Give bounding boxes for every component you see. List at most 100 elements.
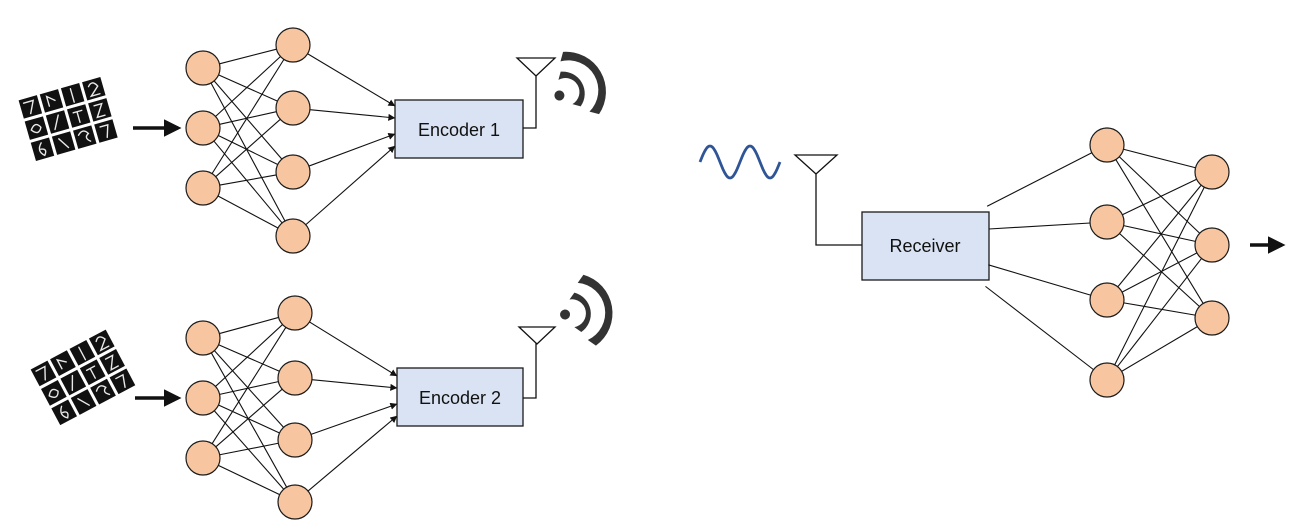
output-neuron bbox=[1194, 227, 1230, 263]
encoder-input-arrow bbox=[311, 379, 398, 391]
encoder-input-arrow bbox=[309, 321, 398, 377]
network-edge bbox=[213, 410, 285, 490]
receiver-output-arrow bbox=[985, 285, 1108, 381]
digit-tile bbox=[70, 389, 97, 415]
encoder-1-label: Encoder 1 bbox=[418, 120, 500, 140]
digit-tile bbox=[88, 329, 115, 356]
antenna-wire-2 bbox=[523, 338, 537, 399]
hidden-neuron bbox=[1089, 204, 1125, 240]
encoder-1-box: Encoder 1 bbox=[394, 99, 524, 159]
digit-tile bbox=[30, 360, 57, 387]
network-edge bbox=[1121, 326, 1198, 372]
digit-tile bbox=[40, 380, 67, 406]
network-edge bbox=[211, 327, 287, 444]
digit-tile bbox=[51, 399, 78, 426]
hidden-neuron bbox=[1089, 282, 1125, 318]
network-edge bbox=[219, 48, 277, 65]
network-edge bbox=[1123, 148, 1196, 169]
input-image-grid-1 bbox=[18, 76, 118, 161]
encoder-2-label: Encoder 2 bbox=[419, 388, 501, 408]
network-edge bbox=[1114, 186, 1205, 366]
output-neuron bbox=[1194, 300, 1230, 336]
network-edge bbox=[215, 118, 281, 178]
encoder-2-box: Encoder 2 bbox=[396, 367, 524, 427]
network-edge bbox=[1117, 184, 1202, 288]
network-edge bbox=[219, 442, 279, 456]
input-neuron bbox=[185, 440, 221, 476]
network-edge bbox=[218, 344, 280, 372]
network-edge bbox=[215, 324, 283, 387]
receiver-output-arrow bbox=[988, 218, 1108, 230]
network-edge bbox=[1115, 159, 1204, 304]
hidden-neuron bbox=[277, 295, 313, 331]
network-edge bbox=[1117, 258, 1202, 367]
digit-image-grid-icon bbox=[30, 329, 136, 426]
neural-network-1 bbox=[185, 27, 396, 254]
hidden-neuron bbox=[1089, 362, 1125, 398]
receiver-neural-network bbox=[985, 127, 1230, 398]
receiver-output-arrow bbox=[988, 264, 1108, 302]
input-neuron bbox=[185, 170, 221, 206]
network-edge bbox=[218, 404, 280, 434]
wireless-signal-icon bbox=[554, 51, 606, 115]
encoder-input-arrow bbox=[307, 415, 398, 492]
antenna-wire-1 bbox=[523, 68, 537, 129]
digit-tile bbox=[39, 89, 64, 113]
antenna-wire-receiver bbox=[815, 174, 862, 246]
hidden-neuron bbox=[277, 360, 313, 396]
receiver-output-arrow bbox=[986, 144, 1108, 207]
input-image-grid-2 bbox=[30, 329, 136, 426]
wireless-signal-icon bbox=[560, 274, 613, 346]
digit-image-grid-icon bbox=[18, 76, 118, 161]
network-edge bbox=[215, 56, 281, 117]
digit-tile bbox=[73, 125, 97, 149]
network-edge bbox=[210, 352, 288, 488]
hidden-neuron bbox=[275, 218, 311, 254]
digit-tile bbox=[79, 359, 106, 386]
digit-tile bbox=[109, 368, 136, 395]
antenna-icon bbox=[517, 326, 557, 345]
network-edge bbox=[211, 59, 285, 174]
output-neuron bbox=[1194, 154, 1230, 190]
encoder-input-arrow bbox=[308, 133, 396, 167]
input-neuron bbox=[185, 110, 221, 146]
hidden-neuron bbox=[1089, 127, 1125, 163]
digit-tile bbox=[82, 76, 106, 101]
network-edge bbox=[218, 464, 280, 496]
antenna-icon bbox=[515, 57, 557, 77]
neural-network-2 bbox=[185, 295, 398, 520]
network-edge bbox=[218, 134, 278, 166]
sine-wave-icon bbox=[698, 144, 782, 180]
hidden-neuron bbox=[275, 154, 311, 190]
hidden-neuron bbox=[277, 484, 313, 520]
digit-tile bbox=[60, 369, 87, 396]
hidden-neuron bbox=[275, 90, 311, 126]
network-edge bbox=[1122, 178, 1197, 216]
digit-tile bbox=[60, 83, 85, 107]
network-edge bbox=[219, 174, 277, 186]
encoder-input-arrow bbox=[310, 402, 398, 435]
network-edge bbox=[213, 80, 283, 160]
input-neuron bbox=[185, 50, 221, 86]
encoder-input-arrow bbox=[305, 145, 396, 226]
digit-tile bbox=[50, 350, 76, 376]
network-edge bbox=[1123, 302, 1196, 316]
digit-tile bbox=[18, 95, 43, 119]
network-edge bbox=[210, 82, 286, 222]
network-edge bbox=[1119, 233, 1200, 307]
network-edge bbox=[218, 74, 278, 102]
receiver-label: Receiver bbox=[889, 236, 960, 256]
network-edge bbox=[215, 388, 283, 448]
encoder-input-arrow bbox=[307, 53, 396, 107]
receiver-box: Receiver bbox=[861, 211, 990, 281]
antenna-icon bbox=[793, 154, 839, 175]
digit-tile bbox=[45, 110, 70, 134]
digit-tile bbox=[51, 131, 76, 155]
digit-tile bbox=[30, 137, 55, 161]
digit-tile bbox=[69, 339, 96, 366]
network-edge bbox=[1121, 252, 1198, 293]
network-edge bbox=[1118, 156, 1201, 234]
hidden-neuron bbox=[275, 27, 311, 63]
network-edge bbox=[1123, 225, 1196, 242]
digit-tile bbox=[99, 349, 125, 375]
